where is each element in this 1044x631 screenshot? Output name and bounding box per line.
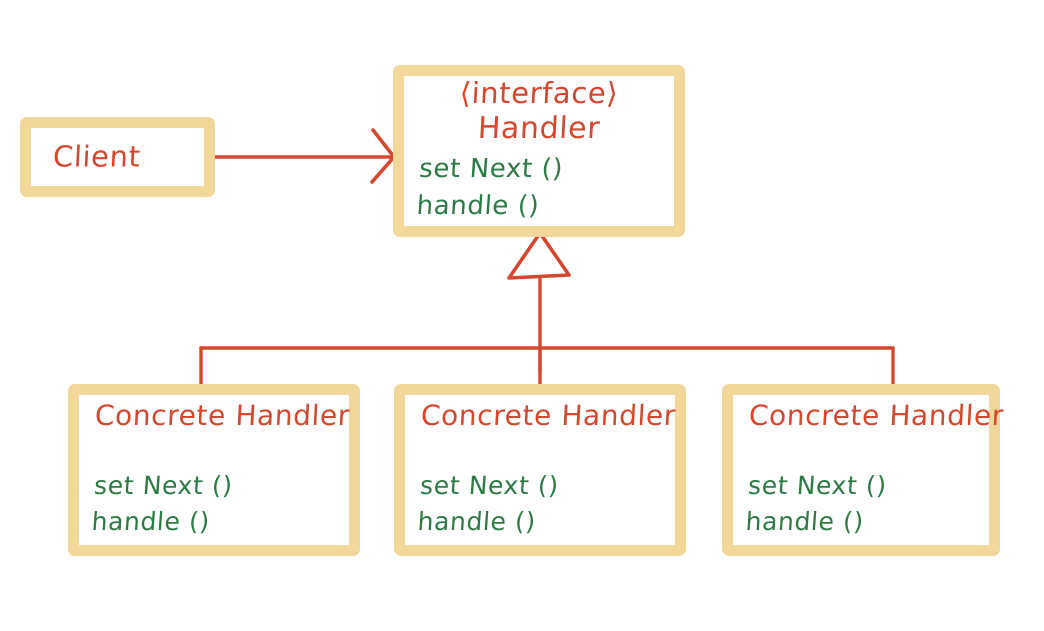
concrete-handler-box-1[interactable]: Concrete Handler set Next () handle () [68,384,360,556]
concrete-handler-box-3[interactable]: Concrete Handler set Next () handle () [722,384,1005,556]
concrete-handler-2-title: Concrete Handler [420,399,677,432]
concrete-handler-3-method-setnext: set Next () [747,471,888,500]
concrete-handler-2-method-setnext: set Next () [419,471,560,500]
concrete-handler-1-method-setnext: set Next () [93,471,234,500]
handler-stereotype-label: ⟨interface⟩ [458,76,620,110]
generalization-arrowhead-icon [507,231,571,280]
concrete-handler-1-method-list: set Next () handle () [91,468,234,539]
handler-interface-box[interactable]: ⟨interface⟩ Handler set Next () handle (… [393,65,685,237]
concrete-handler-2-method-handle: handle () [416,506,537,536]
client-box[interactable]: Client [20,117,215,197]
concrete-handler-3-title: Concrete Handler [748,399,1005,432]
handler-method-handle: handle () [415,190,541,221]
concrete-handler-box-2[interactable]: Concrete Handler set Next () handle () [394,384,686,556]
handler-name-label: Handler [476,111,602,146]
handler-method-list: set Next () handle () [415,151,564,225]
concrete-handler-3-method-handle: handle () [744,506,865,536]
concrete-handler-2-method-list: set Next () handle () [417,468,560,539]
handler-method-setnext: set Next () [418,154,565,184]
concrete-handler-3-method-list: set Next () handle () [745,468,888,539]
client-label: Client [52,139,142,174]
concrete-handler-1-title: Concrete Handler [94,399,351,432]
concrete-handler-1-method-handle: handle () [90,506,211,536]
